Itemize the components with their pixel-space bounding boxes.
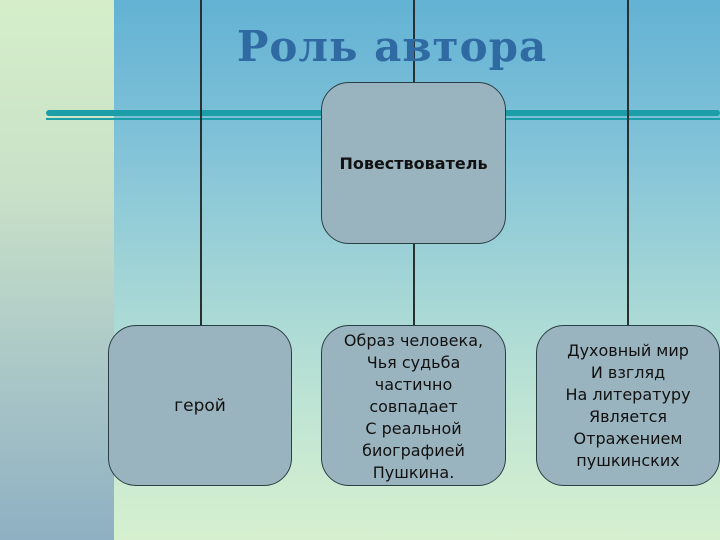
diagram-node-hero: герой — [108, 325, 292, 486]
diagram-node-narrator: Повествователь — [321, 82, 506, 244]
left-gradient-strip — [0, 0, 114, 540]
diagram-node-image: Образ человека, Чья судьба частично совп… — [321, 325, 506, 486]
diagram-node-spiritual-world: Духовный мир И взгляд На литературу Явля… — [536, 325, 720, 486]
slide-title: Роль автора — [236, 22, 548, 71]
